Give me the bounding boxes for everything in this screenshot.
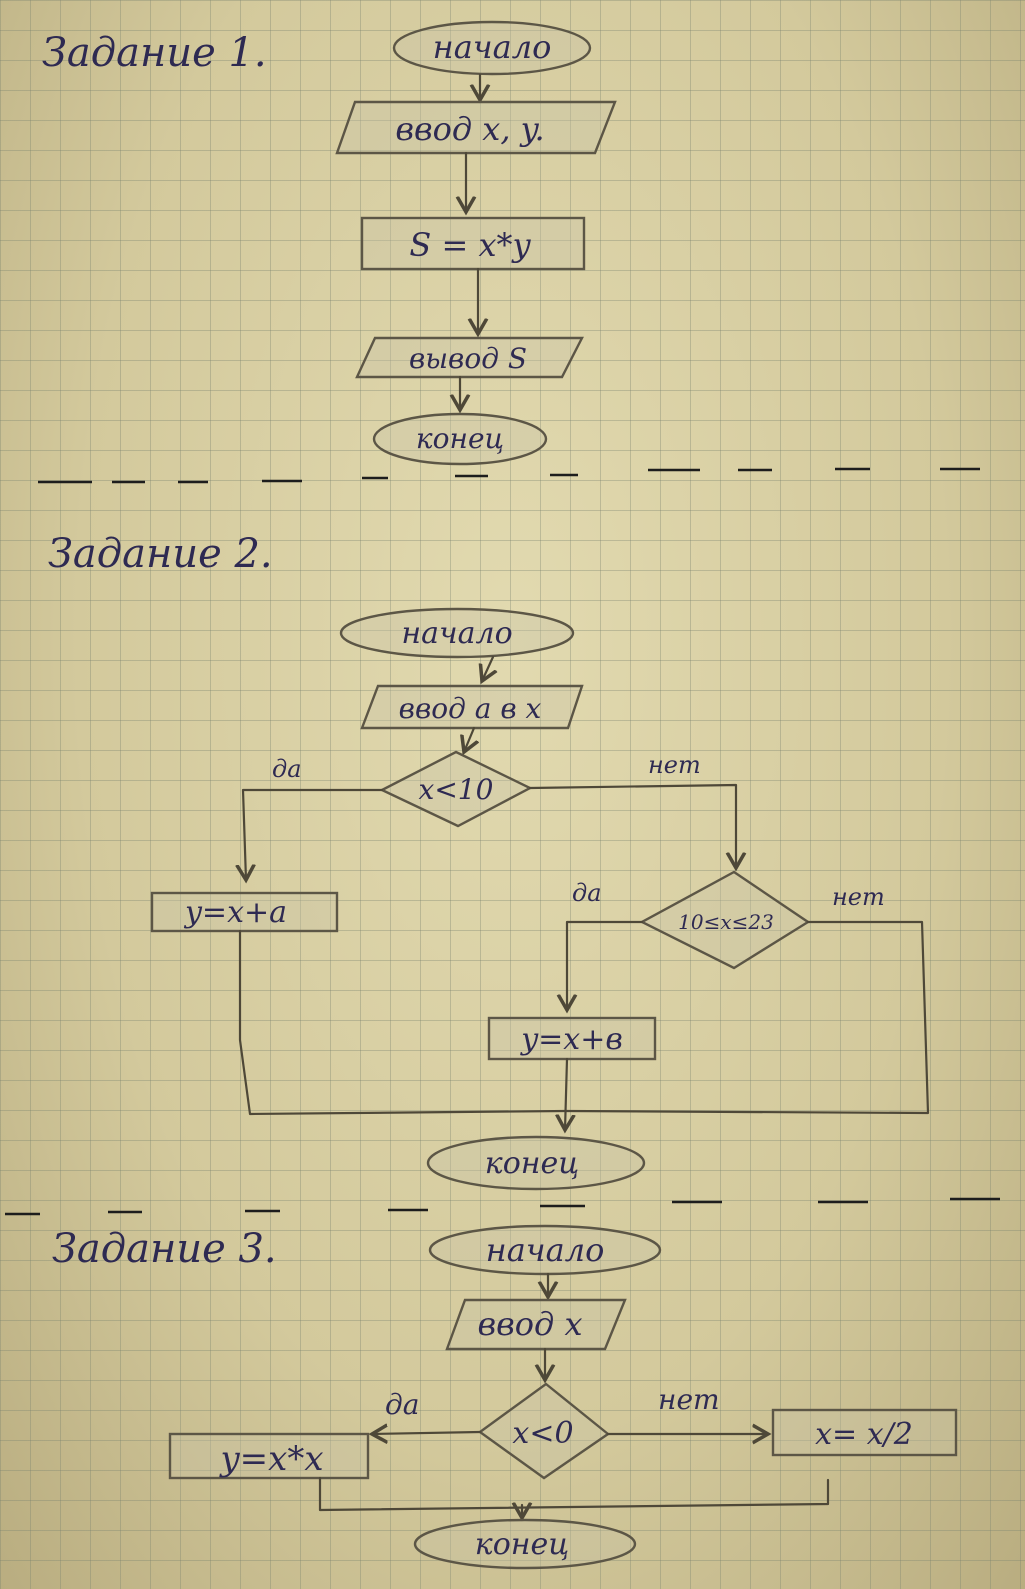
task2-arrow-1 <box>482 655 493 681</box>
task2-decision-1: x<10 <box>379 750 533 828</box>
task1-start-terminator: начало <box>392 20 592 76</box>
task1-output-block: вывод S <box>355 336 584 379</box>
task2-end-label: конец <box>485 1146 579 1181</box>
task2-decision-2: 10≤x≤23 <box>639 870 811 970</box>
task2-no-1-label: нет <box>648 751 701 779</box>
task1-input-block: ввод x, y. <box>335 100 617 155</box>
task2-process-left-block: y=x+a <box>150 891 339 933</box>
task2-process-mid-block: y=x+в <box>487 1016 657 1061</box>
task1-process-label: S = x*y <box>409 226 531 264</box>
task1-end-terminator: конец <box>372 412 548 466</box>
task2-start-terminator: начало <box>339 607 575 659</box>
task3-process-no-label: x= x/2 <box>815 1417 913 1452</box>
task2-mid-merge-connector <box>565 1057 567 1130</box>
task3-start-label: начало <box>486 1231 605 1269</box>
task3-process-yes-block: y=x*x <box>168 1432 370 1480</box>
task2-no-1-connector <box>528 783 736 868</box>
task2-title: Задание 2. <box>48 531 273 577</box>
task1-output-label: вывод S <box>409 342 527 375</box>
task3-title: Задание 3. <box>52 1226 277 1272</box>
task2-process-mid-label: y=x+в <box>519 1022 623 1057</box>
task2-input-block: ввод a в x <box>360 684 584 730</box>
task3-yes-label: да <box>385 1388 419 1421</box>
task2-no-2-connector <box>563 920 930 1115</box>
task2-start-label: начало <box>401 616 512 651</box>
task2-yes-2-connector <box>567 920 644 1010</box>
task3-end-terminator: конец <box>413 1518 637 1570</box>
task2-yes-1-connector <box>243 788 384 880</box>
task2-yes-1-label: да <box>272 755 302 783</box>
task3-start-terminator: начало <box>428 1224 662 1276</box>
task3-process-yes-label: y=x*x <box>218 1439 323 1479</box>
task3-no-label: нет <box>658 1383 720 1416</box>
task2-decision-2-label: 10≤x≤23 <box>678 910 774 934</box>
task2-left-merge-connector <box>238 929 567 1116</box>
task1-end-label: конец <box>416 422 504 455</box>
task1-process-block: S = x*y <box>360 216 586 271</box>
task3-yes-connector <box>372 1432 482 1434</box>
task3-input-label: ввод x <box>477 1305 582 1343</box>
task3-merge-connector <box>318 1476 830 1512</box>
task3-end-label: конец <box>475 1527 569 1562</box>
task1-title: Задание 1. <box>42 30 267 76</box>
task3-decision: x<0 <box>477 1382 611 1480</box>
task2-arrow-2 <box>464 726 474 752</box>
task3-process-no-block: x= x/2 <box>771 1408 958 1457</box>
task2-end-terminator: конец <box>426 1135 646 1191</box>
task2-no-2-label: нет <box>832 883 885 911</box>
task3-decision-label: x<0 <box>512 1416 573 1451</box>
task2-input-label: ввод a в x <box>399 692 542 725</box>
task3-input-block: ввод x <box>445 1298 627 1351</box>
separator-1 <box>38 467 980 484</box>
task1-input-label: ввод x, y. <box>395 110 544 148</box>
separator-2 <box>5 1197 1000 1216</box>
task1-start-label: начало <box>433 28 552 66</box>
task2-decision-1-label: x<10 <box>419 773 494 806</box>
task2-process-left-label: y=x+a <box>183 895 287 930</box>
task2-yes-2-label: да <box>572 879 602 907</box>
